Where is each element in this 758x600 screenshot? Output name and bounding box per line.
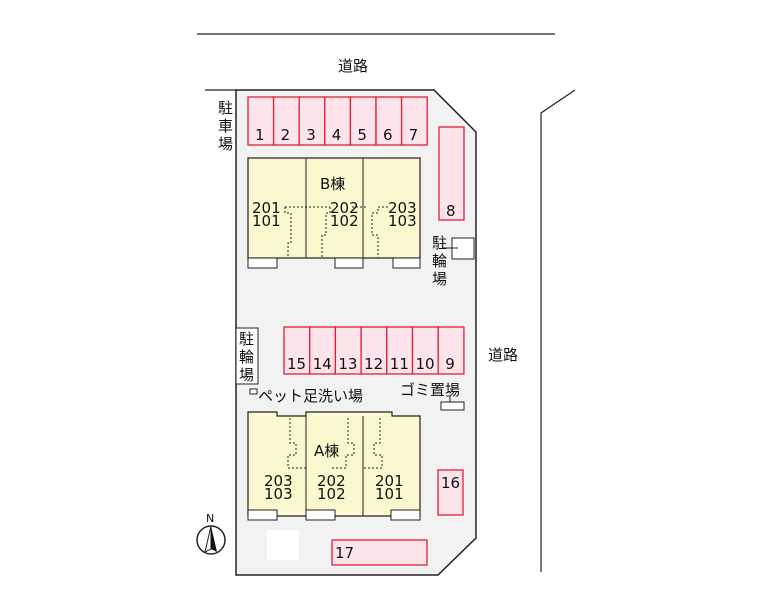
parking-space-11: 11 xyxy=(386,326,414,375)
parking-space-2: 2 xyxy=(272,96,300,146)
svg-text:103: 103 xyxy=(388,212,417,230)
parking-space-3: 3 xyxy=(298,96,326,146)
parking-space-number: 15 xyxy=(287,355,306,373)
svg-text:101: 101 xyxy=(375,485,404,503)
parking-space-9: 9 xyxy=(437,326,465,375)
parking-space-number: 13 xyxy=(338,355,357,373)
parking-space-number: 11 xyxy=(390,355,409,373)
parking-space-13: 13 xyxy=(334,326,362,375)
svg-text:N: N xyxy=(206,512,214,525)
svg-text:車: 車 xyxy=(218,117,233,135)
svg-text:ゴミ置場: ゴミ置場 xyxy=(400,381,460,399)
svg-text:場: 場 xyxy=(432,270,447,288)
parking-space-1: 1 xyxy=(247,96,275,146)
parking-space-number: 4 xyxy=(332,126,342,144)
parking-space-number: 14 xyxy=(313,355,332,373)
parking-label: 駐 車 場 xyxy=(218,99,233,153)
parking-space-5: 5 xyxy=(349,96,377,146)
building-b-name: B棟 xyxy=(320,175,345,193)
parking-space-17: 17 xyxy=(331,539,428,566)
parking-space-number: 3 xyxy=(306,126,316,144)
compass-north-icon: N xyxy=(196,512,226,555)
svg-text:202: 202 xyxy=(330,199,359,217)
building-b: B棟 201 101 202 102 203 103 xyxy=(247,157,421,269)
parking-space-14: 14 xyxy=(309,326,337,375)
svg-text:駐: 駐 xyxy=(239,330,254,348)
parking-space-number: 2 xyxy=(281,126,291,144)
svg-text:201: 201 xyxy=(252,199,281,217)
svg-text:103: 103 xyxy=(264,485,293,503)
bike-parking-right: 駐 輪 場 xyxy=(432,234,475,288)
road-label-top: 道路 xyxy=(338,57,368,75)
parking-space-number: 9 xyxy=(445,355,455,373)
svg-text:202: 202 xyxy=(317,472,346,490)
building-a-name: A棟 xyxy=(314,442,339,460)
svg-text:102: 102 xyxy=(330,212,359,230)
parking-space-4: 4 xyxy=(324,96,352,146)
road-label-right: 道路 xyxy=(488,346,518,364)
parking-space-number: 1 xyxy=(255,126,265,144)
svg-text:駐: 駐 xyxy=(432,234,447,252)
parking-space-16: 16 xyxy=(437,469,464,516)
svg-text:輪: 輪 xyxy=(432,252,447,270)
parking-space-15: 15 xyxy=(283,326,311,375)
svg-text:ペット足洗い場: ペット足洗い場 xyxy=(258,387,363,405)
parking-space-8: 8 xyxy=(438,126,465,221)
parking-row-middle: 15 14 13 12 11 10 9 xyxy=(283,326,465,375)
svg-text:201: 201 xyxy=(375,472,404,490)
svg-text:101: 101 xyxy=(252,212,281,230)
parking-space-number: 7 xyxy=(409,126,419,144)
svg-text:203: 203 xyxy=(388,199,417,217)
svg-text:駐: 駐 xyxy=(218,99,233,117)
parking-space-number: 10 xyxy=(416,355,435,373)
parking-space-12: 12 xyxy=(360,326,388,375)
svg-text:17: 17 xyxy=(335,544,354,562)
parking-space-number: 12 xyxy=(364,355,383,373)
svg-text:16: 16 xyxy=(441,474,460,492)
svg-text:場: 場 xyxy=(239,366,254,384)
building-a: A棟 203 103 202 102 201 101 xyxy=(247,411,421,521)
blank-area xyxy=(267,530,299,560)
road-edge-right xyxy=(540,89,576,572)
parking-space-6: 6 xyxy=(375,96,403,146)
pet-wash-area: ペット足洗い場 xyxy=(249,387,363,405)
svg-text:場: 場 xyxy=(218,135,233,153)
bike-parking-left: 駐 輪 場 xyxy=(235,327,259,385)
garbage-area: ゴミ置場 xyxy=(400,381,465,411)
svg-text:輪: 輪 xyxy=(239,348,254,366)
parking-space-number: 5 xyxy=(357,126,367,144)
parking-space-10: 10 xyxy=(411,326,439,375)
parking-space-7: 7 xyxy=(400,96,428,146)
svg-text:102: 102 xyxy=(317,485,346,503)
svg-text:8: 8 xyxy=(446,202,456,220)
parking-space-number: 6 xyxy=(383,126,393,144)
svg-text:203: 203 xyxy=(264,472,293,490)
